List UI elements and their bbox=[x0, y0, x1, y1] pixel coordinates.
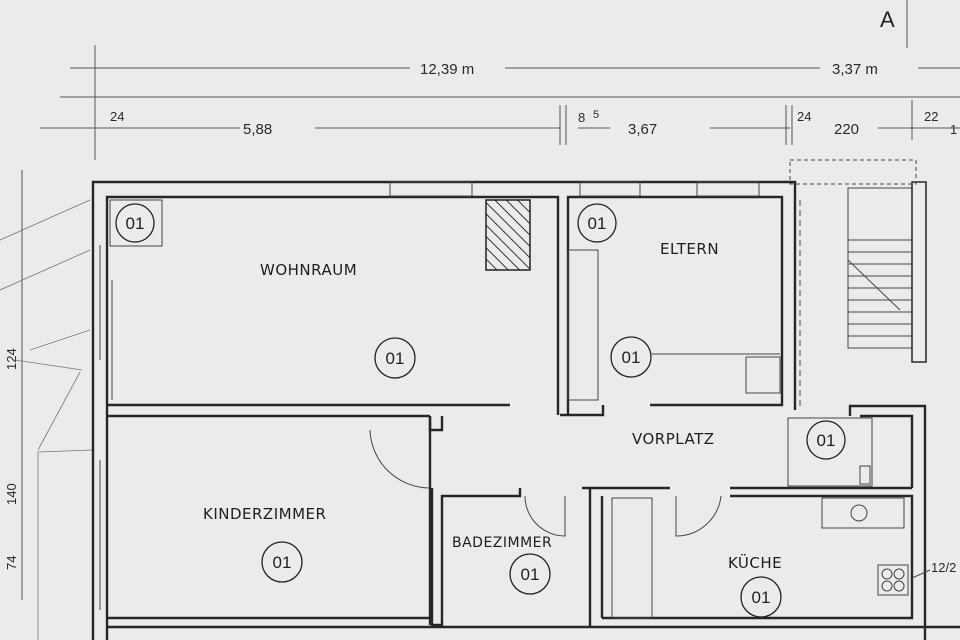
room-label-vorplatz: VORPLATZ bbox=[632, 430, 715, 448]
dim-right-width: 3,37 m bbox=[832, 61, 878, 78]
marker-badezimmer: 01 bbox=[521, 565, 540, 584]
dim-wall-left: 24 bbox=[110, 109, 124, 124]
dim-left-upper: 124 bbox=[4, 348, 19, 370]
room-label-kinderzimmer: KINDERZIMMER bbox=[203, 505, 326, 523]
dim-wohnraum: 5,88 bbox=[243, 121, 272, 138]
staircase bbox=[789, 159, 927, 410]
room-markers: 01 01 01 01 01 01 01 01 bbox=[109, 199, 846, 618]
dim-cut: 1 bbox=[950, 122, 957, 137]
dim-wall-mid-b: 5 bbox=[593, 109, 599, 121]
marker-vorplatz: 01 bbox=[817, 431, 836, 450]
room-label-eltern: ELTERN bbox=[660, 240, 719, 258]
marker-kueche: 01 bbox=[752, 588, 771, 607]
marker-eltern-corner: 01 bbox=[588, 214, 607, 233]
dim-total-width: 12,39 m bbox=[420, 61, 474, 78]
kitchen-tag: 12/2 bbox=[931, 560, 956, 575]
marker-kinderzimmer: 01 bbox=[273, 553, 292, 572]
dim-left-lower: 140 bbox=[4, 483, 19, 505]
room-label-kueche: KÜCHE bbox=[728, 553, 782, 572]
room-label-badezimmer: BADEZIMMER bbox=[452, 535, 552, 551]
chimney bbox=[485, 199, 531, 271]
walls bbox=[91, 180, 960, 640]
dim-eltern: 3,67 bbox=[628, 121, 657, 138]
dim-stair: 220 bbox=[834, 121, 859, 138]
marker-wohnraum: 01 bbox=[386, 349, 405, 368]
doors bbox=[369, 429, 722, 537]
sketch-lines bbox=[0, 199, 93, 640]
dim-wall-right: 24 bbox=[797, 109, 811, 124]
dim-wall-far: 22 bbox=[924, 109, 938, 124]
marker-wohnraum-corner: 01 bbox=[126, 214, 145, 233]
marker-eltern: 01 bbox=[622, 348, 641, 367]
dim-wall-mid-a: 8 bbox=[578, 110, 585, 125]
dimension-lines bbox=[21, 45, 960, 600]
dim-left-bottom: 74 bbox=[4, 556, 19, 570]
room-label-wohnraum: WOHNRAUM bbox=[260, 261, 357, 279]
section-label: A bbox=[880, 7, 895, 32]
